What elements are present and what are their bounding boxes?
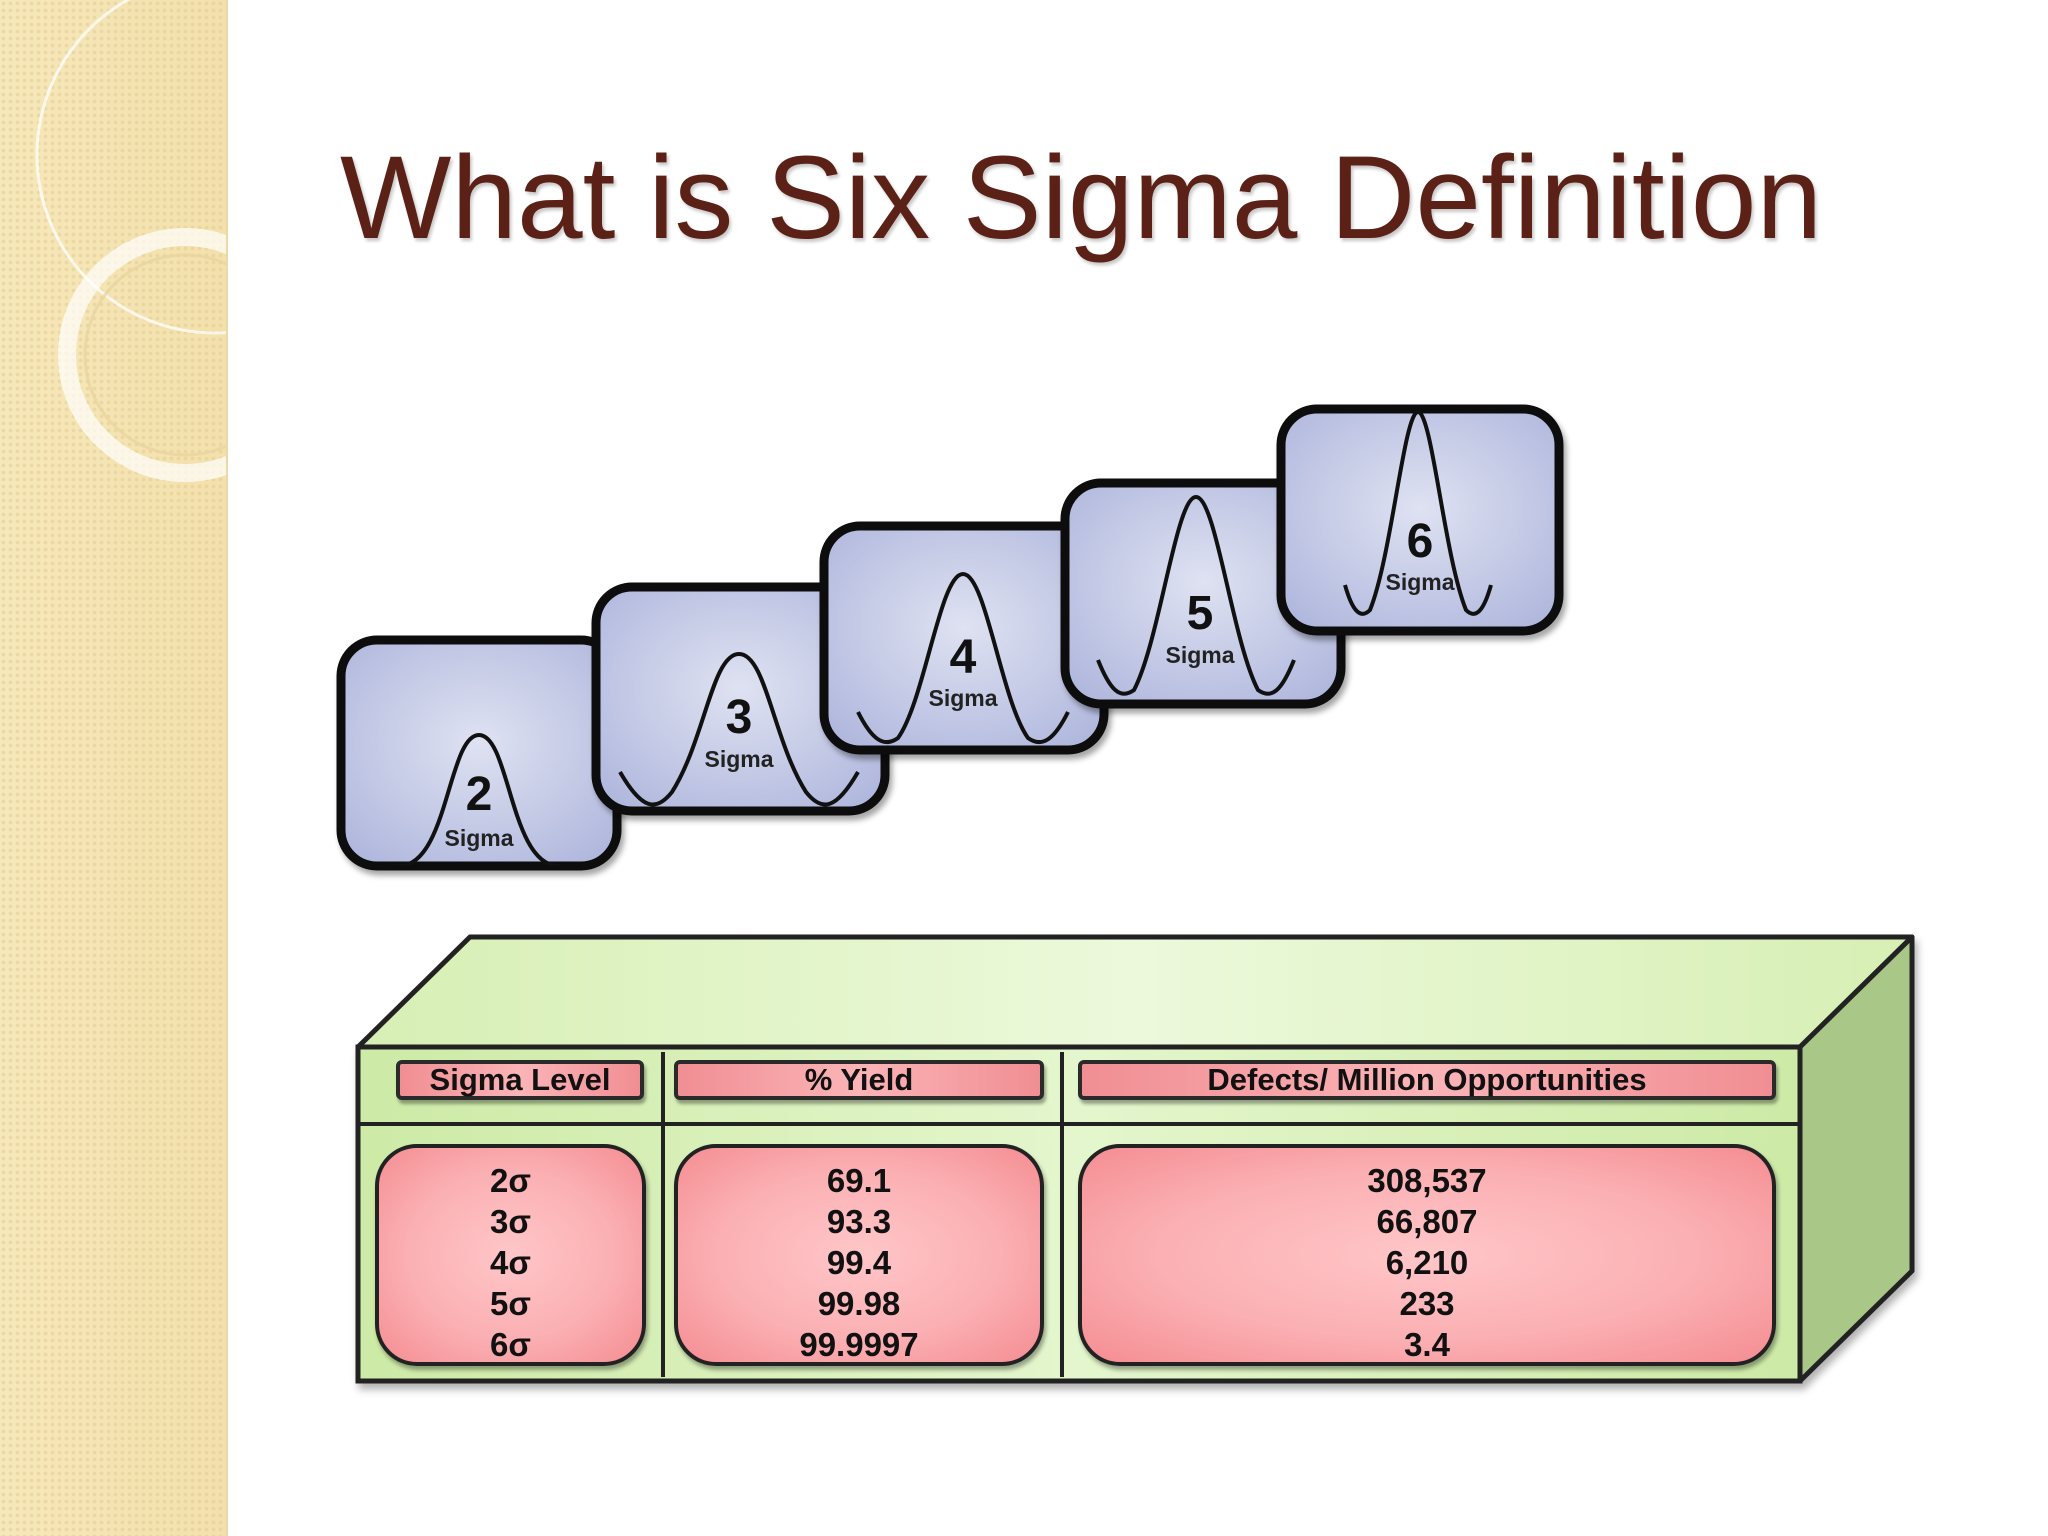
header-yield: % Yield [674, 1060, 1044, 1100]
defects-cell: 308,537 [1367, 1162, 1487, 1199]
sigma-card-number: 3 [726, 691, 753, 744]
sigma-level-cell: 4σ [490, 1244, 531, 1281]
column-yield: 69.1 93.3 99.4 99.98 99.9997 [674, 1144, 1044, 1366]
side-panel-edge [226, 0, 228, 1536]
sigma-card-number: 2 [466, 768, 493, 821]
sigma-card-4: 4 Sigma [819, 521, 1109, 755]
header-defects: Defects/ Million Opportunities [1078, 1060, 1776, 1100]
sigma-card-label: Sigma [444, 825, 513, 851]
slide-title: What is Six Sigma Definition [340, 132, 1823, 264]
yield-cell: 99.98 [817, 1285, 901, 1322]
sigma-level-cell: 6σ [490, 1326, 531, 1363]
sigma-level-cell: 5σ [490, 1285, 531, 1322]
defects-cell: 6,210 [1385, 1244, 1469, 1281]
sigma-card-5: 5 Sigma [1060, 478, 1346, 709]
sigma-card-2: 2 Sigma [336, 635, 622, 871]
yield-cell: 99.4 [826, 1244, 892, 1281]
sigma-card-6: 6 Sigma [1276, 404, 1564, 636]
sigma-level-cell: 2σ [490, 1162, 531, 1199]
header-sigma-level: Sigma Level [396, 1060, 644, 1100]
sigma-card-label: Sigma [1165, 642, 1234, 668]
sigma-card-number: 5 [1187, 587, 1214, 640]
defects-cell: 3.4 [1404, 1326, 1450, 1363]
sigma-card-label: Sigma [1385, 569, 1454, 595]
sigma-card-number: 4 [950, 631, 977, 684]
sigma-level-cell: 3σ [490, 1203, 531, 1240]
defects-cell: 66,807 [1376, 1203, 1478, 1240]
yield-cell: 69.1 [826, 1162, 892, 1199]
yield-cell: 99.9997 [799, 1326, 919, 1363]
sigma-card-number: 6 [1407, 515, 1434, 568]
decorative-side-panel [0, 0, 228, 1536]
sigma-card-label: Sigma [928, 685, 997, 711]
yield-cell: 93.3 [826, 1203, 892, 1240]
defects-cell: 233 [1399, 1285, 1455, 1322]
column-sigma-levels: 2σ 3σ 4σ 5σ 6σ [375, 1144, 646, 1366]
sigma-card-label: Sigma [704, 746, 773, 772]
ring-decoration [35, 0, 228, 482]
column-defects: 308,537 66,807 6,210 233 3.4 [1078, 1144, 1776, 1366]
